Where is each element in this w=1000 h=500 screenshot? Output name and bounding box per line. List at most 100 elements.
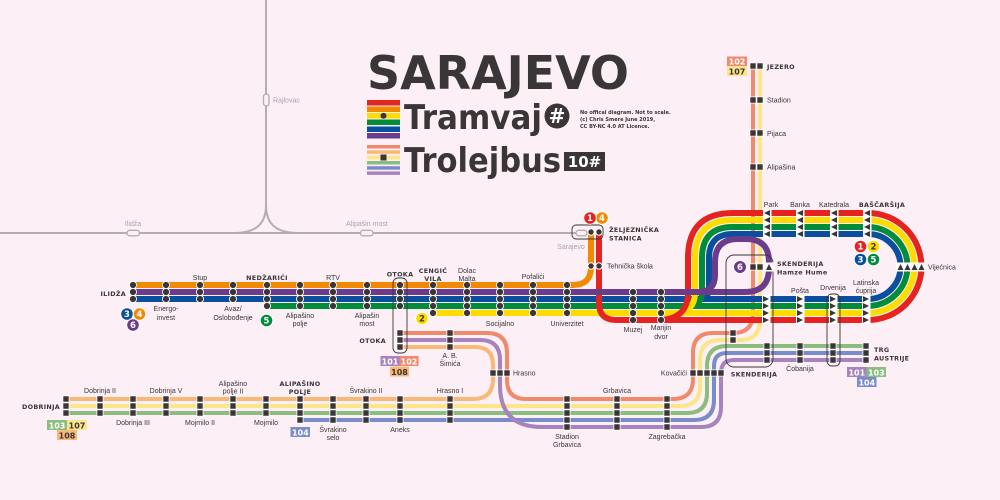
railway-station-sarajevo-marker: [575, 229, 588, 237]
badge-group-zeljeznicka: 1 4: [583, 211, 609, 225]
line-badge-5: [866, 252, 881, 267]
badge-group-nedzarici: 5: [259, 313, 274, 328]
tram-line-6: [133, 236, 772, 295]
swatch-trolleybus-108: [367, 150, 400, 154]
tram-line-1: [596, 210, 925, 323]
line-badge-102: [399, 356, 419, 366]
line-badge-number: 4: [137, 310, 143, 320]
line-badge-number: 6: [737, 263, 743, 273]
station-label-stadion-grbavica-2: Grbavica: [553, 442, 581, 449]
badge-group-cengic-vila: 2: [415, 311, 429, 326]
tram-stop-posta-arrow-icon: [797, 296, 803, 323]
station-label-nedzarici: NEDŽARIĆI: [246, 273, 288, 282]
interchange-drvenija: [826, 293, 841, 367]
interchange-otoka: [392, 277, 408, 354]
station-label-stadion: Stadion: [767, 98, 791, 105]
station-label-univerzitet: Univerzitet: [550, 321, 583, 328]
station-label-dobrinja: DOBRINJA: [22, 403, 60, 411]
line-badge-number: 1: [587, 214, 593, 224]
station-label-park: Park: [764, 202, 779, 209]
station-label-cobanija: Čobanija: [786, 364, 814, 373]
trolleybus-stop-skenderija: [729, 329, 771, 364]
line-badge-101: [380, 356, 400, 366]
tram-stop-bascarsija-arrow-icon: [864, 210, 870, 237]
tram-stop-latinska-cuprija-arrow-icon: [863, 296, 869, 323]
railway-station-ilidza-marker: [126, 229, 141, 237]
tram-stop-banka-arrow-icon: [797, 210, 803, 237]
station-label-ab-simica-1: A. B.: [442, 353, 457, 360]
station-label-pofalici: Pofalići: [522, 274, 545, 281]
railway-label-alipasin-most: Alipašin most: [346, 221, 388, 228]
tram-stop-skenderija-hamze-hume-arrow-icon: [766, 264, 772, 270]
swatch-trolleybus-103: [367, 161, 400, 165]
tram-stops: [129, 228, 665, 325]
line-badge-number: 101: [848, 368, 865, 377]
stop-gap: [862, 295, 871, 324]
railway: Rajlovac Ilidža Alipašin most Sarajevo: [0, 0, 588, 251]
swatch-trolleybus-104: [367, 166, 400, 170]
line-badge-number: 104: [292, 428, 309, 437]
line-badge-number: 6: [130, 321, 136, 331]
station-label-ab-simica-2: Šimića: [439, 359, 460, 368]
line-badge-5: [259, 313, 274, 328]
swatch-tram-3: [367, 126, 400, 132]
line-badge-104: [857, 377, 877, 387]
railway-station-alipasin-most-marker: [359, 229, 374, 237]
disclaimer-line-2: (c) Chris Smere June 2019,: [580, 117, 655, 123]
trolleybus-line-101: [400, 338, 866, 429]
station-label-grbavica: Grbavica: [603, 388, 631, 395]
station-label-mojmilo-2: Mojmilo II: [185, 420, 215, 427]
railway-label-sarajevo: Sarajevo: [557, 244, 585, 251]
station-label-alipasino-polje-2: polje: [293, 321, 308, 328]
stop-dot: [595, 262, 603, 270]
interchange-zeljeznicka-stanica: [571, 224, 604, 240]
station-label-marijin-dvor-2: dvor: [654, 334, 668, 341]
station-label-energoinvest-2: invest: [157, 315, 175, 322]
legend-tram-label: Tramvaj: [404, 98, 542, 138]
line-badge-number: 3: [858, 256, 864, 266]
line-badge-number: 101: [382, 357, 399, 366]
badge-group-alipasino-polje: 104: [290, 427, 310, 437]
trolleybus-line-103: [66, 344, 866, 415]
line-badge-101: [847, 367, 867, 377]
interchange-boxes: [392, 224, 841, 368]
stop-dot: [587, 262, 595, 270]
badge-group-otoka: 101 102 108: [380, 356, 419, 377]
station-label-trg-austrije-2: AUSTRIJE: [874, 355, 909, 363]
stop-gap: [830, 209, 839, 238]
station-label-stadion-grbavica-1: Stadion: [555, 434, 579, 441]
line-badge-103: [47, 420, 67, 430]
swatch-tram-4: [367, 106, 400, 112]
map-header: SARAJEVO Tramvaj # Trolejbus 10# No offi…: [367, 46, 671, 181]
line-badge-103: [866, 367, 886, 377]
station-label-dobrinja-3: Dobrinja III: [116, 420, 150, 427]
station-label-dolac-malta-2: Malta: [458, 276, 475, 283]
station-label-otoka: OTOKA: [387, 271, 414, 279]
trolleybus-number-icon: [564, 152, 605, 171]
line-badge-108: [57, 430, 77, 440]
station-label-skenderija: SKENDERIJA: [731, 371, 778, 379]
trolleybus-stop-square-icon: [380, 154, 387, 161]
line-badge-6: [733, 260, 747, 274]
station-label-otoka: OTOKA: [359, 337, 386, 345]
station-label-katedrala: Katedrala: [819, 202, 849, 209]
tram-stop-tehnicka-skola: [587, 262, 603, 270]
station-label-marijin-dvor-1: Marijin: [651, 325, 672, 332]
swatch-trolleybus-101: [367, 171, 400, 175]
trolleybus-line-badges: 101 102 108 103 107 108 104 101 103 104: [47, 56, 886, 440]
station-label-alipasino-polje-1: ALIPAŠINO: [280, 379, 321, 388]
line-badge-104: [290, 427, 310, 437]
tram-line-badges: 3 4 6 5 2 1 4 1 2 3 5: [120, 211, 881, 332]
station-label-aneks: Aneks: [390, 427, 410, 434]
line-badge-number: 5: [871, 256, 877, 266]
station-label-kovacici: Kovačići: [661, 371, 688, 378]
station-label-svrakino-selo-2: selo: [327, 435, 340, 442]
station-label-mojmilo: Mojmilo: [254, 420, 278, 427]
station-label-alipasino-polje-2: POLJE: [289, 388, 311, 396]
badge-group-jezero: 102 107: [727, 56, 747, 76]
station-label-posta: Pošta: [791, 288, 809, 295]
railway-label-ilidza: Ilidža: [125, 221, 141, 228]
station-label-zagrebacka: Zagrebačka: [649, 434, 686, 441]
trolleybus-legend-swatch: [367, 145, 400, 175]
